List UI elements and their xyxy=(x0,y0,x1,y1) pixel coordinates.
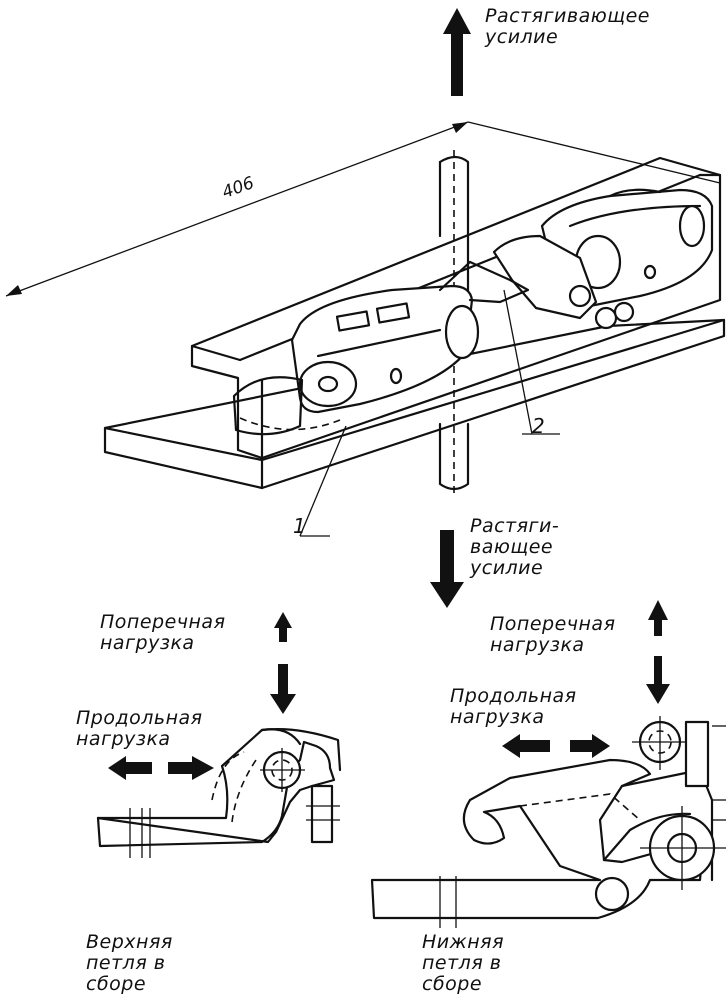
mid-force-arrow xyxy=(430,530,464,608)
dimension-line xyxy=(5,121,721,297)
upper-loop-caption: Верхняя петля в сборе xyxy=(86,931,173,995)
mid-force-label: Растяги- вающее усилие xyxy=(470,515,560,579)
hinge-part-2 xyxy=(438,188,714,330)
top-force-label: Растягивающее усилие xyxy=(485,5,650,48)
left-transverse-arrows xyxy=(270,612,296,714)
left-longitudinal-label: Продольная нагрузка xyxy=(76,707,203,750)
left-longitudinal-arrows xyxy=(108,756,214,780)
right-transverse-label: Поперечная нагрузка xyxy=(490,613,616,656)
hinge-part-1 xyxy=(232,284,480,436)
lower-loop-caption: Нижняя петля в сборе xyxy=(422,931,505,995)
left-transverse-label: Поперечная нагрузка xyxy=(100,611,226,654)
right-transverse-arrows xyxy=(646,600,670,704)
right-longitudinal-label: Продольная нагрузка xyxy=(450,685,577,728)
upper-loop-assembly xyxy=(96,728,342,858)
callout-part-1: 1 xyxy=(293,514,306,538)
right-longitudinal-arrows xyxy=(502,734,610,758)
lower-loop-assembly xyxy=(370,716,726,928)
callout-part-2: 2 xyxy=(532,414,545,438)
top-force-arrow xyxy=(443,8,471,96)
callout-leaders xyxy=(299,289,560,537)
